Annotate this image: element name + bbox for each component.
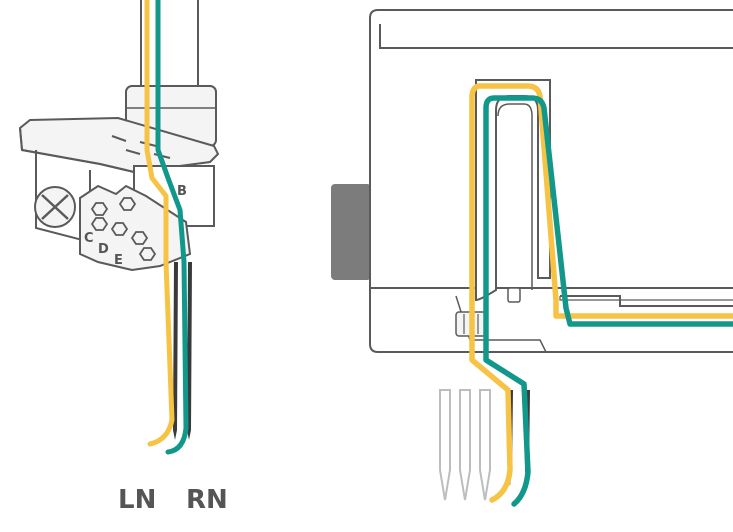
right-grey-needles bbox=[439, 389, 491, 501]
guide-letter-b: B bbox=[177, 184, 187, 199]
left-figure: B C D E LN RN bbox=[18, 0, 228, 515]
right-figure bbox=[331, 9, 733, 507]
screw-icon bbox=[34, 186, 76, 228]
green-thread-left bbox=[155, 0, 189, 455]
yellow-thread-right bbox=[469, 83, 733, 503]
guide-letter-d: D bbox=[98, 242, 109, 257]
guide-letter-c: C bbox=[84, 231, 94, 246]
needle-icon bbox=[459, 389, 471, 501]
guide-letter-e: E bbox=[114, 253, 123, 268]
left-needles bbox=[173, 262, 192, 440]
needle-icon bbox=[439, 389, 451, 501]
needle-icon bbox=[187, 262, 192, 440]
needle-icon bbox=[173, 262, 178, 440]
green-thread-right bbox=[483, 95, 733, 507]
yellow-thread-left bbox=[144, 0, 175, 447]
hex-holes-icon bbox=[79, 184, 192, 272]
needle-icon bbox=[479, 389, 491, 501]
right-needle-label: RN bbox=[186, 485, 228, 515]
left-needle-label: LN bbox=[118, 485, 156, 515]
needle-bar bbox=[140, 0, 199, 97]
side-block bbox=[331, 184, 371, 280]
